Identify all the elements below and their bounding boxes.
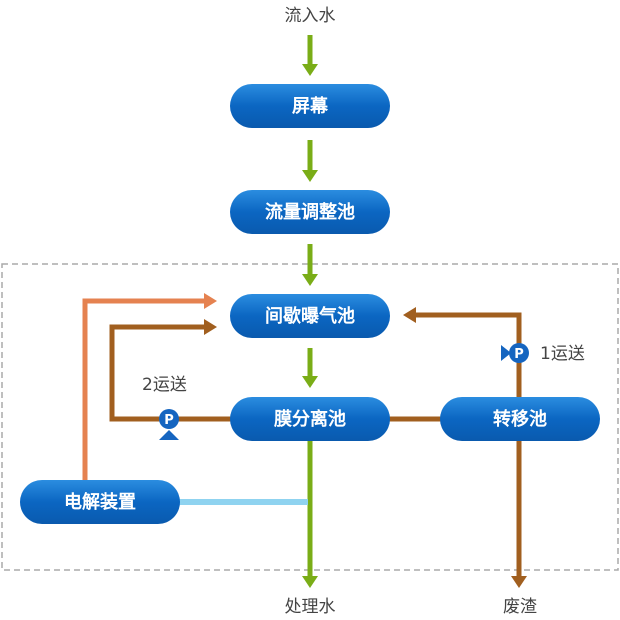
node-aeration-tank-label: 间歇曝气池 — [265, 305, 355, 327]
node-electrolysis: 电解装置 — [20, 480, 180, 524]
node-transfer-tank: 转移池 — [440, 397, 600, 441]
node-screen-label: 屏幕 — [292, 96, 329, 117]
node-membrane-tank-label: 膜分离池 — [273, 408, 346, 430]
pump-2-label: 2运送 — [142, 375, 187, 395]
transfer-return-loop — [403, 307, 522, 397]
inflow-label: 流入水 — [285, 6, 336, 26]
node-flow-tank-label: 流量调整池 — [265, 201, 355, 223]
node-aeration-tank: 间歇曝气池 — [230, 294, 390, 338]
arrowhead — [302, 576, 318, 588]
node-transfer-tank-label: 转移池 — [493, 408, 547, 430]
node-membrane-tank: 膜分离池 — [230, 397, 390, 441]
treated-water-label: 处理水 — [285, 597, 336, 617]
pump-1-label: 1运送 — [540, 344, 585, 364]
pump-1-icon: P — [501, 343, 529, 363]
main-flow — [302, 35, 318, 588]
pump-2-letter: P — [164, 413, 174, 428]
node-screen: 屏幕 — [230, 84, 390, 128]
arrowhead — [302, 170, 318, 182]
arrowhead — [302, 274, 318, 286]
pump-2-icon: P — [159, 409, 179, 440]
arrowhead — [302, 64, 318, 76]
transfer-to-waste — [511, 440, 527, 588]
pump-1-letter: P — [514, 347, 524, 362]
node-flow-tank: 流量调整池 — [230, 190, 390, 234]
electrolysis-return — [82, 293, 217, 480]
waste-sludge-label: 废渣 — [503, 597, 537, 617]
sludge-return-loop — [109, 319, 232, 422]
arrowhead — [302, 376, 318, 388]
node-electrolysis-label: 电解装置 — [64, 491, 136, 513]
